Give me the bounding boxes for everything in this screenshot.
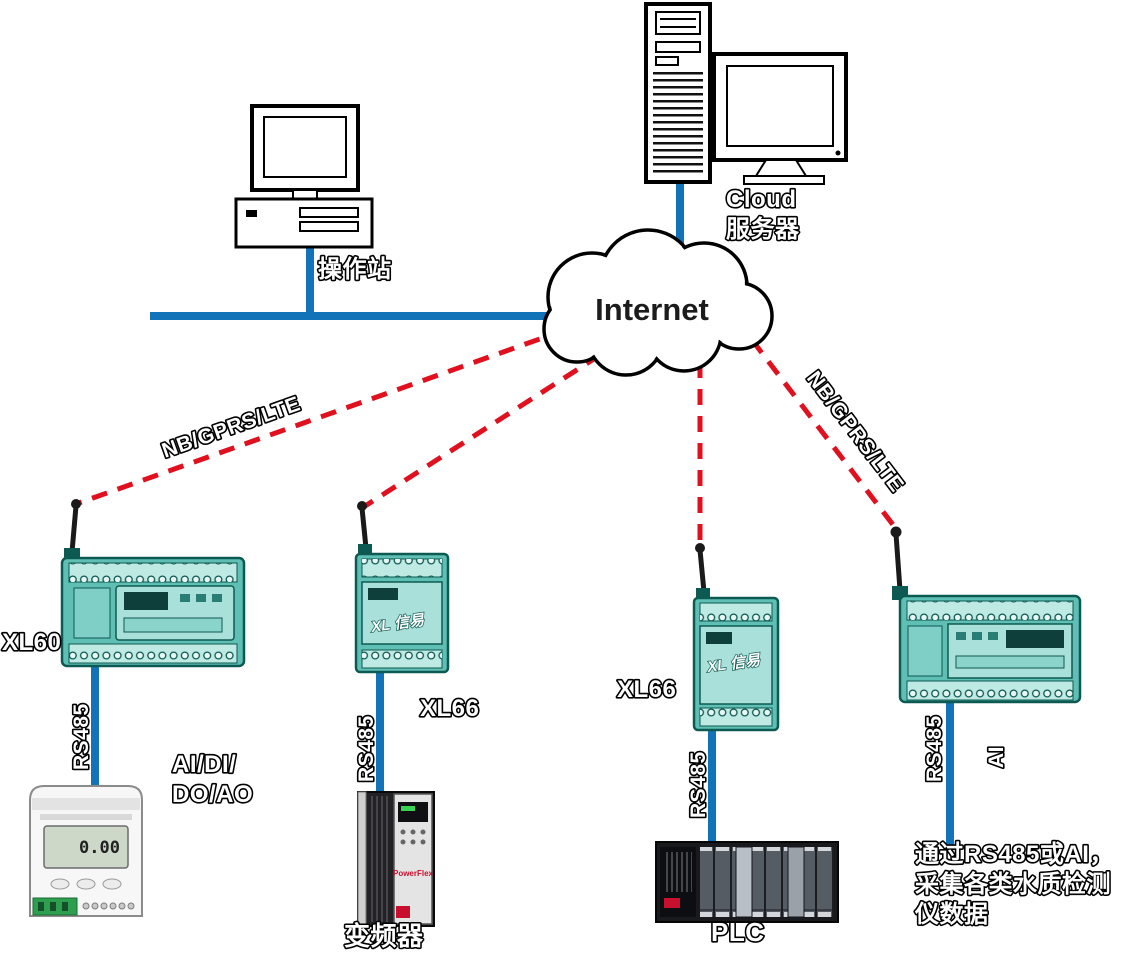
note-line-3: 仪数据 bbox=[914, 901, 989, 928]
plc-logo bbox=[664, 898, 680, 908]
vfd-logo bbox=[396, 906, 410, 918]
server-button bbox=[655, 56, 679, 66]
server-monitor-stand bbox=[754, 159, 808, 177]
wireless-link-xl66-mid bbox=[360, 352, 602, 511]
monitor-screen bbox=[263, 116, 347, 178]
antenna-tip bbox=[71, 499, 81, 509]
io-label-line1: AI/DI/ bbox=[172, 751, 236, 778]
meter-button bbox=[50, 878, 70, 890]
note-line-1: 通过RS485或AI， bbox=[915, 841, 1114, 868]
antenna-icon bbox=[893, 531, 903, 593]
meter-lcd-value: 0.00 bbox=[79, 838, 120, 858]
note-line-2: 采集各类水质检测 bbox=[915, 870, 1111, 898]
plc-modules bbox=[700, 847, 834, 917]
nb-gprs-lte-left-label: NB/GPRS/LTE bbox=[159, 392, 303, 462]
vfd-device: PowerFlex bbox=[357, 791, 435, 927]
antenna-tip bbox=[695, 543, 705, 553]
vfd-heatsink bbox=[368, 796, 390, 922]
terminal-strip bbox=[700, 708, 772, 726]
cloud-server-label-2: 服务器 bbox=[726, 215, 800, 243]
terminal-strip bbox=[907, 681, 1073, 700]
cloud-server-label-1: Cloud bbox=[726, 186, 796, 213]
terminal-strip bbox=[907, 601, 1073, 620]
internet-label: Internet bbox=[595, 292, 709, 327]
power-button bbox=[246, 210, 257, 217]
drive-slot bbox=[299, 207, 359, 218]
operator-station-computer bbox=[234, 104, 374, 249]
io-label-line2: DO/AO bbox=[172, 781, 253, 808]
gateway-right bbox=[890, 526, 1082, 704]
antenna-icon bbox=[697, 547, 707, 595]
server-monitor-screen bbox=[726, 65, 834, 147]
wireless-links bbox=[75, 327, 899, 548]
xl60-label: XL60 bbox=[2, 629, 61, 656]
ai-label: AI bbox=[985, 746, 1008, 768]
rs485-label-2: RS485 bbox=[355, 715, 378, 782]
side-panel bbox=[907, 625, 943, 677]
vfd-label: 变频器 bbox=[344, 921, 424, 951]
terminal-strip bbox=[700, 603, 772, 621]
plc-module-light bbox=[735, 846, 753, 918]
antenna-icon bbox=[69, 503, 79, 555]
operator-station-label: 操作站 bbox=[318, 256, 392, 283]
meter-button bbox=[102, 878, 122, 890]
meter-button bbox=[76, 878, 96, 890]
server-monitor-base bbox=[743, 175, 825, 185]
terminal-strip bbox=[69, 644, 237, 663]
device-display bbox=[706, 632, 732, 644]
meter-device: 0.00 bbox=[29, 785, 143, 917]
vfd-brand-text: PowerFlex bbox=[393, 869, 434, 878]
monitor-power-led bbox=[835, 150, 841, 156]
xl66-right-label: XL66 bbox=[617, 676, 676, 703]
meter-brand-strip bbox=[40, 814, 132, 820]
rs485-label-1: RS485 bbox=[70, 703, 93, 770]
plc-label: PLC bbox=[711, 917, 765, 947]
antenna-icon bbox=[359, 505, 369, 551]
meter-screw-terminals bbox=[82, 902, 135, 910]
terminal-strip bbox=[69, 563, 237, 582]
ethernet-lines bbox=[91, 182, 954, 848]
plc-module-light bbox=[787, 846, 805, 918]
antenna-tip bbox=[890, 526, 902, 538]
xl66-mid-label: XL66 bbox=[420, 695, 479, 722]
gateway-xl60 bbox=[60, 499, 246, 668]
device-display bbox=[1006, 630, 1064, 648]
vfd-keypad bbox=[400, 829, 426, 845]
server-panel bbox=[655, 11, 701, 35]
meter-lcd bbox=[43, 825, 129, 869]
drive-slot bbox=[299, 221, 359, 232]
terminal-strip bbox=[362, 650, 442, 668]
rs485-label-4: RS485 bbox=[923, 715, 946, 782]
meter-top-band bbox=[32, 798, 140, 810]
side-panel bbox=[73, 587, 111, 639]
gateway-xl66-right: XL 信易 bbox=[692, 543, 780, 732]
antenna-tip bbox=[357, 501, 367, 511]
cloud-server-computer bbox=[644, 2, 848, 185]
device-display bbox=[368, 588, 398, 600]
server-drive-bay bbox=[655, 41, 701, 53]
device-display bbox=[124, 592, 168, 610]
wireless-link-right bbox=[750, 338, 899, 532]
rs485-label-3: RS485 bbox=[687, 751, 710, 818]
plc-device bbox=[655, 841, 839, 923]
vfd-flange bbox=[357, 791, 367, 927]
vfd-display bbox=[398, 802, 428, 822]
internet-cloud: Internet bbox=[542, 228, 774, 377]
terminal-strip bbox=[362, 559, 442, 577]
server-vents bbox=[653, 72, 703, 176]
wireless-link-xl60 bbox=[75, 327, 566, 507]
gateway-xl66-mid: XL 信易 bbox=[354, 501, 450, 674]
